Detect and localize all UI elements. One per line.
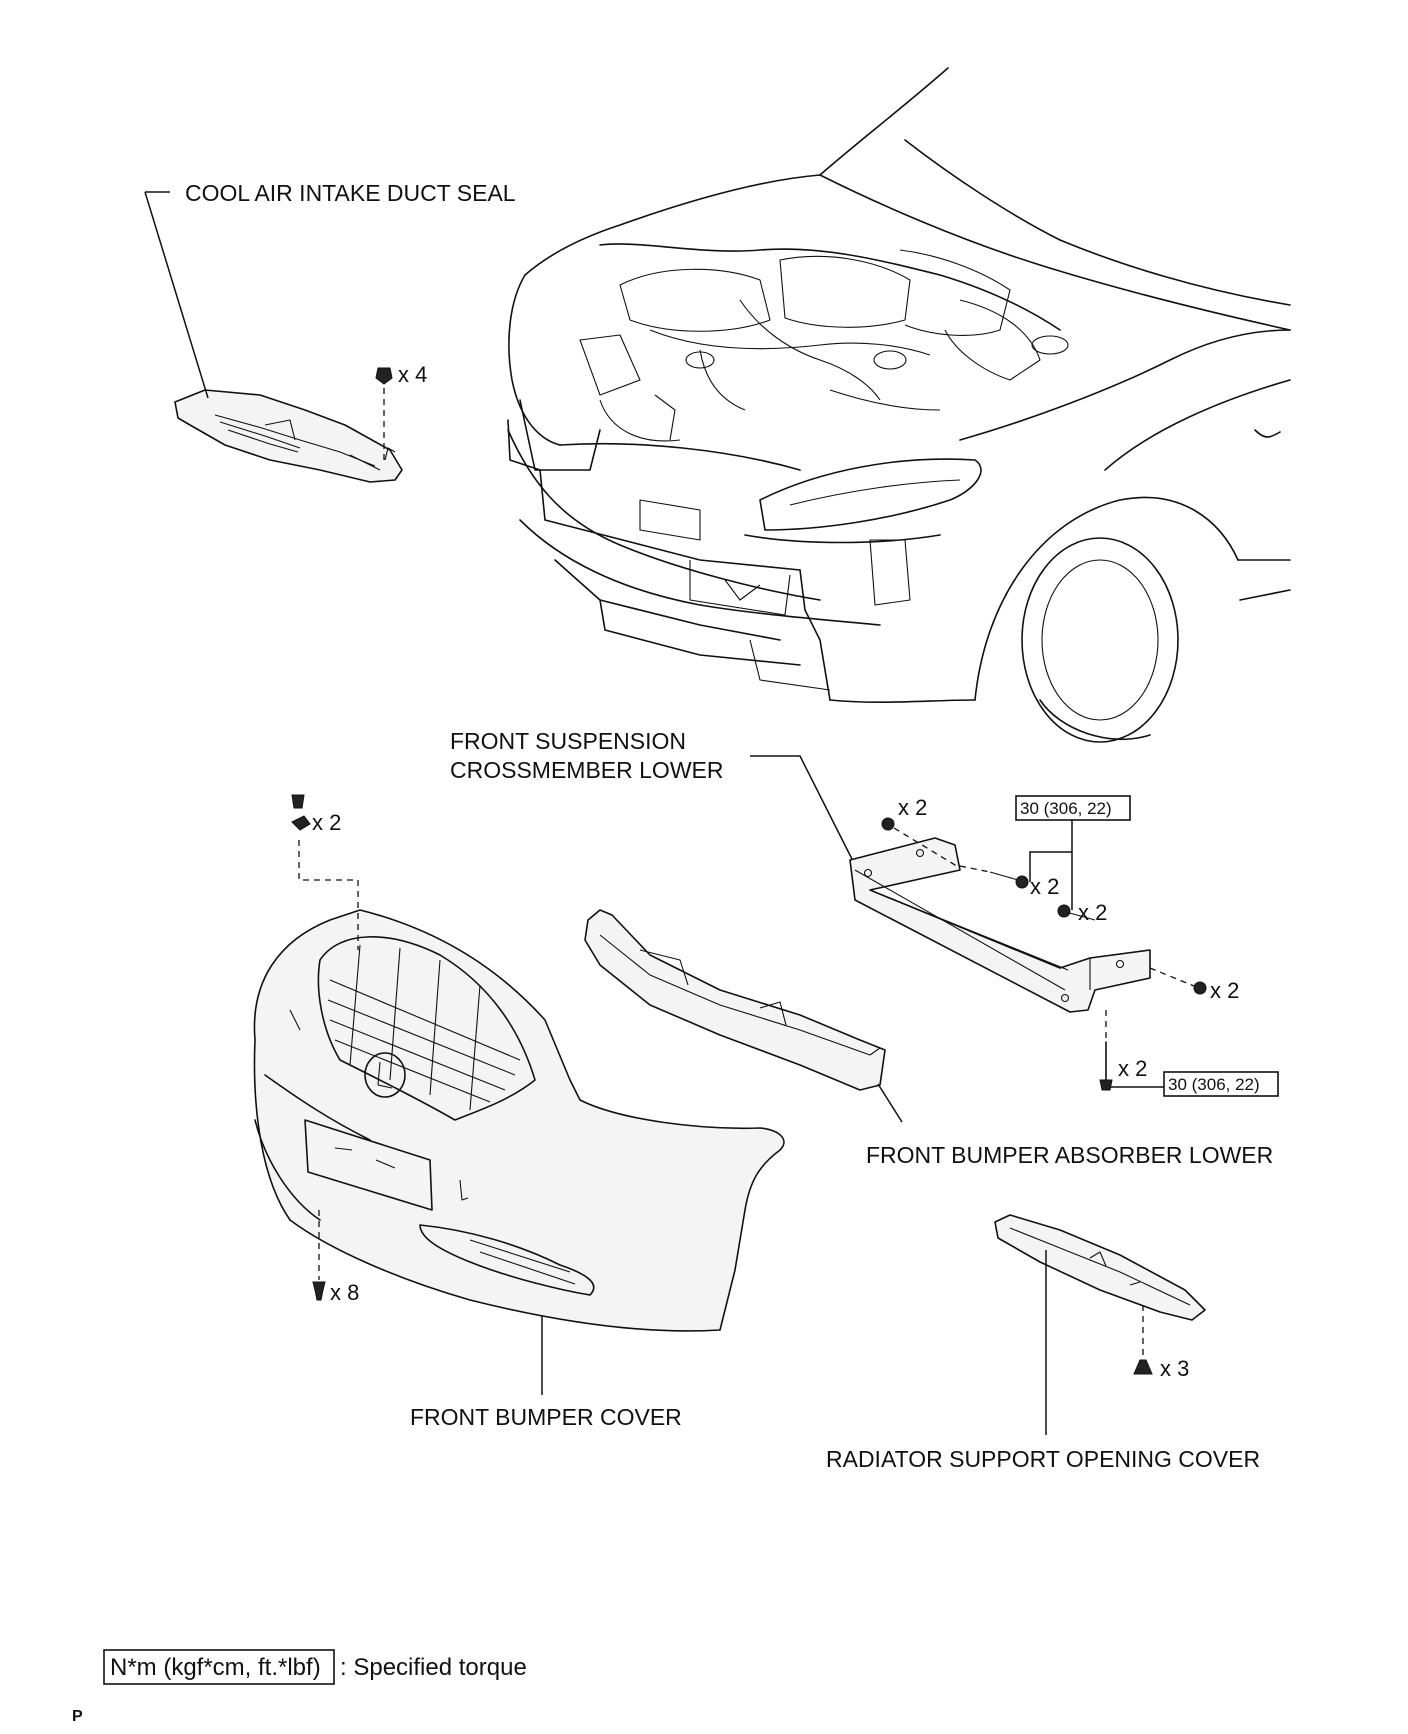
absorber-leader — [877, 1083, 903, 1123]
front-suspension-crossmember-lower-label-line1: FRONT SUSPENSION — [450, 728, 686, 754]
crossmember-nut-quantity-left: x 2 — [898, 795, 927, 820]
torque-leader-upper — [1029, 820, 1073, 910]
front-bumper-absorber-lower-label: FRONT BUMPER ABSORBER LOWER — [866, 1142, 1273, 1168]
legend-box-text: N*m (kgf*cm, ft.*lbf) — [110, 1654, 321, 1681]
cool-air-intake-duct-seal-part — [174, 389, 403, 483]
vehicle-front-illustration — [507, 67, 1291, 743]
crossmember-leader — [750, 755, 861, 876]
bolt-guide-line-mid — [959, 865, 991, 873]
crossmember-bolt-quantity-mid: x 2 — [1030, 874, 1059, 899]
torque-spec-box-lower: 30 (306, 22) — [1163, 1071, 1279, 1097]
front-suspension-crossmember-lower-label-line2: CROSSMEMBER LOWER — [450, 757, 723, 783]
radiator-support-opening-cover-label: RADIATOR SUPPORT OPENING COVER — [826, 1446, 1260, 1472]
clip-icon — [375, 367, 393, 385]
legend-description: : Specified torque — [340, 1654, 527, 1681]
page-marker: P — [72, 1708, 83, 1725]
torque-legend: N*m (kgf*cm, ft.*lbf) : Specified torque — [103, 1649, 527, 1685]
cool-air-intake-duct-seal-label: COOL AIR INTAKE DUCT SEAL — [185, 180, 516, 206]
nut-icon — [1193, 981, 1207, 995]
crossmember-bolt-quantity-right: x 2 — [1078, 900, 1107, 925]
bolt-icon — [1057, 904, 1096, 921]
bolt-icon — [989, 871, 1029, 889]
legend-box — [103, 1649, 335, 1685]
clip-icon — [291, 794, 311, 831]
svg-text:30 (306, 22): 30 (306, 22) — [1168, 1075, 1260, 1094]
front-bumper-cover-label: FRONT BUMPER COVER — [410, 1404, 682, 1430]
bumper-top-clip-quantity: x 2 — [312, 810, 341, 835]
radiator-support-opening-cover-part — [994, 1214, 1206, 1321]
nut-icon — [881, 817, 895, 831]
torque-spec-box-upper: 30 (306, 22) — [1015, 795, 1131, 821]
bumper-top-clip-guide-line — [298, 840, 359, 950]
crossmember-bolt-quantity-bottom: x 2 — [1118, 1056, 1147, 1081]
nut-guide-line-left — [893, 827, 961, 869]
duct-seal-clip-quantity: x 4 — [398, 362, 427, 387]
bolt-icon — [1099, 1041, 1113, 1091]
nut-guide-line-right — [1149, 967, 1195, 987]
crossmember-nut-quantity-right: x 2 — [1210, 978, 1239, 1003]
svg-text:30 (306, 22): 30 (306, 22) — [1020, 799, 1112, 818]
front-bumper-absorber-lower-part — [584, 909, 886, 1091]
clip-icon — [1133, 1359, 1153, 1375]
front-bumper-cover-part — [253, 909, 785, 1332]
bumper-bottom-screw-quantity: x 8 — [330, 1280, 359, 1305]
screw-icon — [312, 1281, 326, 1301]
duct-seal-leader — [144, 191, 209, 399]
front-suspension-crossmember-lower-part — [849, 837, 1151, 1013]
radiator-cover-clip-quantity: x 3 — [1160, 1356, 1189, 1381]
